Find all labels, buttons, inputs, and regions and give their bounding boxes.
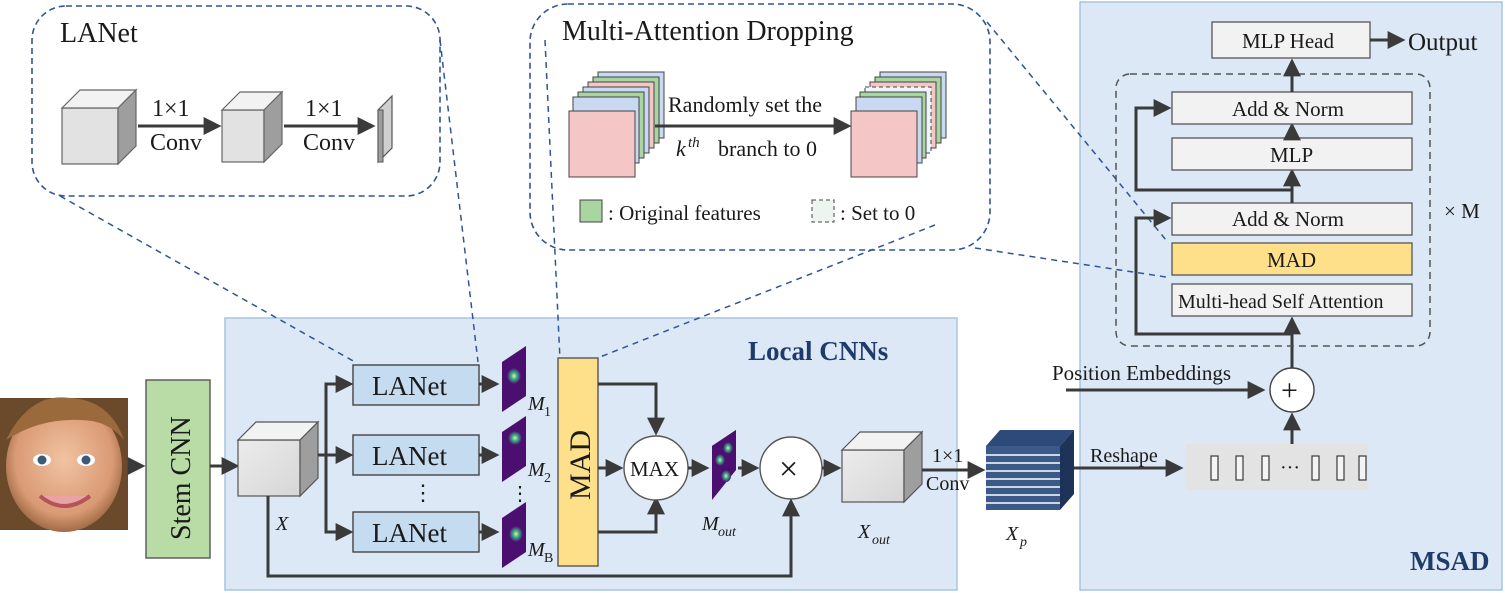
x-label: X — [275, 513, 289, 535]
mad-zoom-panel: Multi-Attention Dropping Randomly set th… — [529, 3, 991, 251]
xout-label: X — [857, 521, 871, 543]
add-norm-label-2: Add & Norm — [1232, 97, 1344, 121]
token-stack-xp — [986, 430, 1074, 510]
feature-xout-cube — [840, 430, 924, 504]
add-norm-block-1 — [1171, 202, 1413, 236]
lanet-input-cube — [60, 88, 138, 166]
xp-sub: p — [1019, 535, 1027, 550]
lanet-output-map — [377, 94, 393, 164]
mb-label: M — [527, 539, 546, 561]
zoom-connectors — [59, 21, 1167, 363]
mad-block-label: MAD — [564, 430, 597, 500]
mad-panel-title: Multi-Attention Dropping — [562, 16, 854, 47]
mhsa-block — [1171, 283, 1413, 317]
lanet-zoom-panel: LANet 1×1 Conv 1×1 Conv — [31, 5, 441, 197]
legend-set0-label: : Set to 0 — [840, 201, 915, 225]
msad-title: MSAD — [1410, 546, 1490, 576]
output-label: Output — [1408, 29, 1478, 56]
lanet-conv2-top: 1×1 — [305, 96, 343, 122]
legend-set0-swatch — [811, 199, 835, 223]
local-cnns-title: Local CNNs — [748, 336, 888, 366]
msad-mad-label: MAD — [1267, 248, 1316, 272]
add-norm-label-1: Add & Norm — [1232, 207, 1344, 231]
conv-top: 1×1 — [932, 445, 963, 467]
mhsa-label: Multi-head Self Attention — [1178, 291, 1384, 313]
lanet-box-2 — [352, 434, 480, 476]
mout-label: M — [701, 513, 720, 535]
mad-arrow-text-sup: th — [688, 135, 700, 151]
lanet-mid-cube — [220, 90, 284, 164]
mad-arrow-text-rest: branch to 0 — [718, 136, 817, 161]
attention-map-1 — [502, 346, 526, 412]
attention-map-out — [712, 430, 736, 500]
lanet-box-1 — [352, 364, 480, 406]
mlp-label: MLP — [1270, 143, 1313, 167]
xp-label: X — [1005, 523, 1019, 545]
legend-original-label: : Original features — [608, 201, 761, 225]
lanet-box-2-label: LANet — [372, 441, 447, 471]
mad-arrow-text-k: k — [676, 136, 687, 161]
m1-label: M — [527, 393, 546, 415]
lanet-dots: ⋮ — [412, 480, 434, 505]
m2-sub: 2 — [544, 471, 551, 486]
lanet-conv1-bottom: Conv — [150, 130, 202, 156]
lanet-box-b — [352, 511, 480, 553]
lanet-box-1-label: LANet — [372, 371, 447, 401]
lanet-box-b-label: LANet — [372, 518, 447, 548]
map-dots: ⋮ — [510, 483, 530, 505]
plus-label: + — [1281, 374, 1298, 407]
dropped-feature-stack — [850, 71, 947, 178]
msad-mad-block — [1171, 242, 1413, 276]
position-embeddings-label: Position Embeddings — [1052, 361, 1231, 385]
lanet-panel-title: LANet — [60, 18, 138, 49]
lanet-conv1-top: 1×1 — [152, 96, 190, 122]
token-ellipsis: ··· — [1280, 457, 1300, 479]
attention-map-2 — [502, 416, 526, 482]
token-bars — [1210, 455, 1367, 481]
mad-block — [557, 357, 599, 567]
m2-label: M — [527, 459, 546, 481]
xout-sub: out — [872, 533, 891, 548]
m1-sub: 1 — [544, 405, 551, 420]
stem-cnn-block — [145, 379, 211, 559]
legend-original-swatch — [579, 199, 603, 223]
residual-lines — [1134, 106, 1292, 336]
stem-cnn-label: Stem CNN — [166, 416, 197, 540]
mlp-block — [1171, 137, 1413, 171]
original-feature-stack — [568, 71, 665, 178]
conv-bottom: Conv — [926, 473, 969, 495]
reshape-label: Reshape — [1090, 445, 1158, 467]
mad-to-max-lines — [598, 382, 658, 534]
mad-arrow-text-1: Randomly set the — [668, 92, 822, 117]
mlp-head-label: MLP Head — [1242, 29, 1334, 53]
mout-sub: out — [718, 525, 737, 540]
mlp-head-block — [1211, 21, 1371, 59]
max-label: MAX — [630, 457, 679, 481]
repeat-label: × M — [1444, 199, 1480, 223]
mb-sub: B — [544, 551, 553, 566]
lanet-conv2-bottom: Conv — [303, 130, 355, 156]
feature-x-cube — [236, 420, 320, 498]
multiply-label: × — [779, 451, 798, 488]
attention-map-b — [502, 502, 526, 568]
skip-connection — [266, 496, 793, 578]
input-face-image — [0, 397, 128, 532]
